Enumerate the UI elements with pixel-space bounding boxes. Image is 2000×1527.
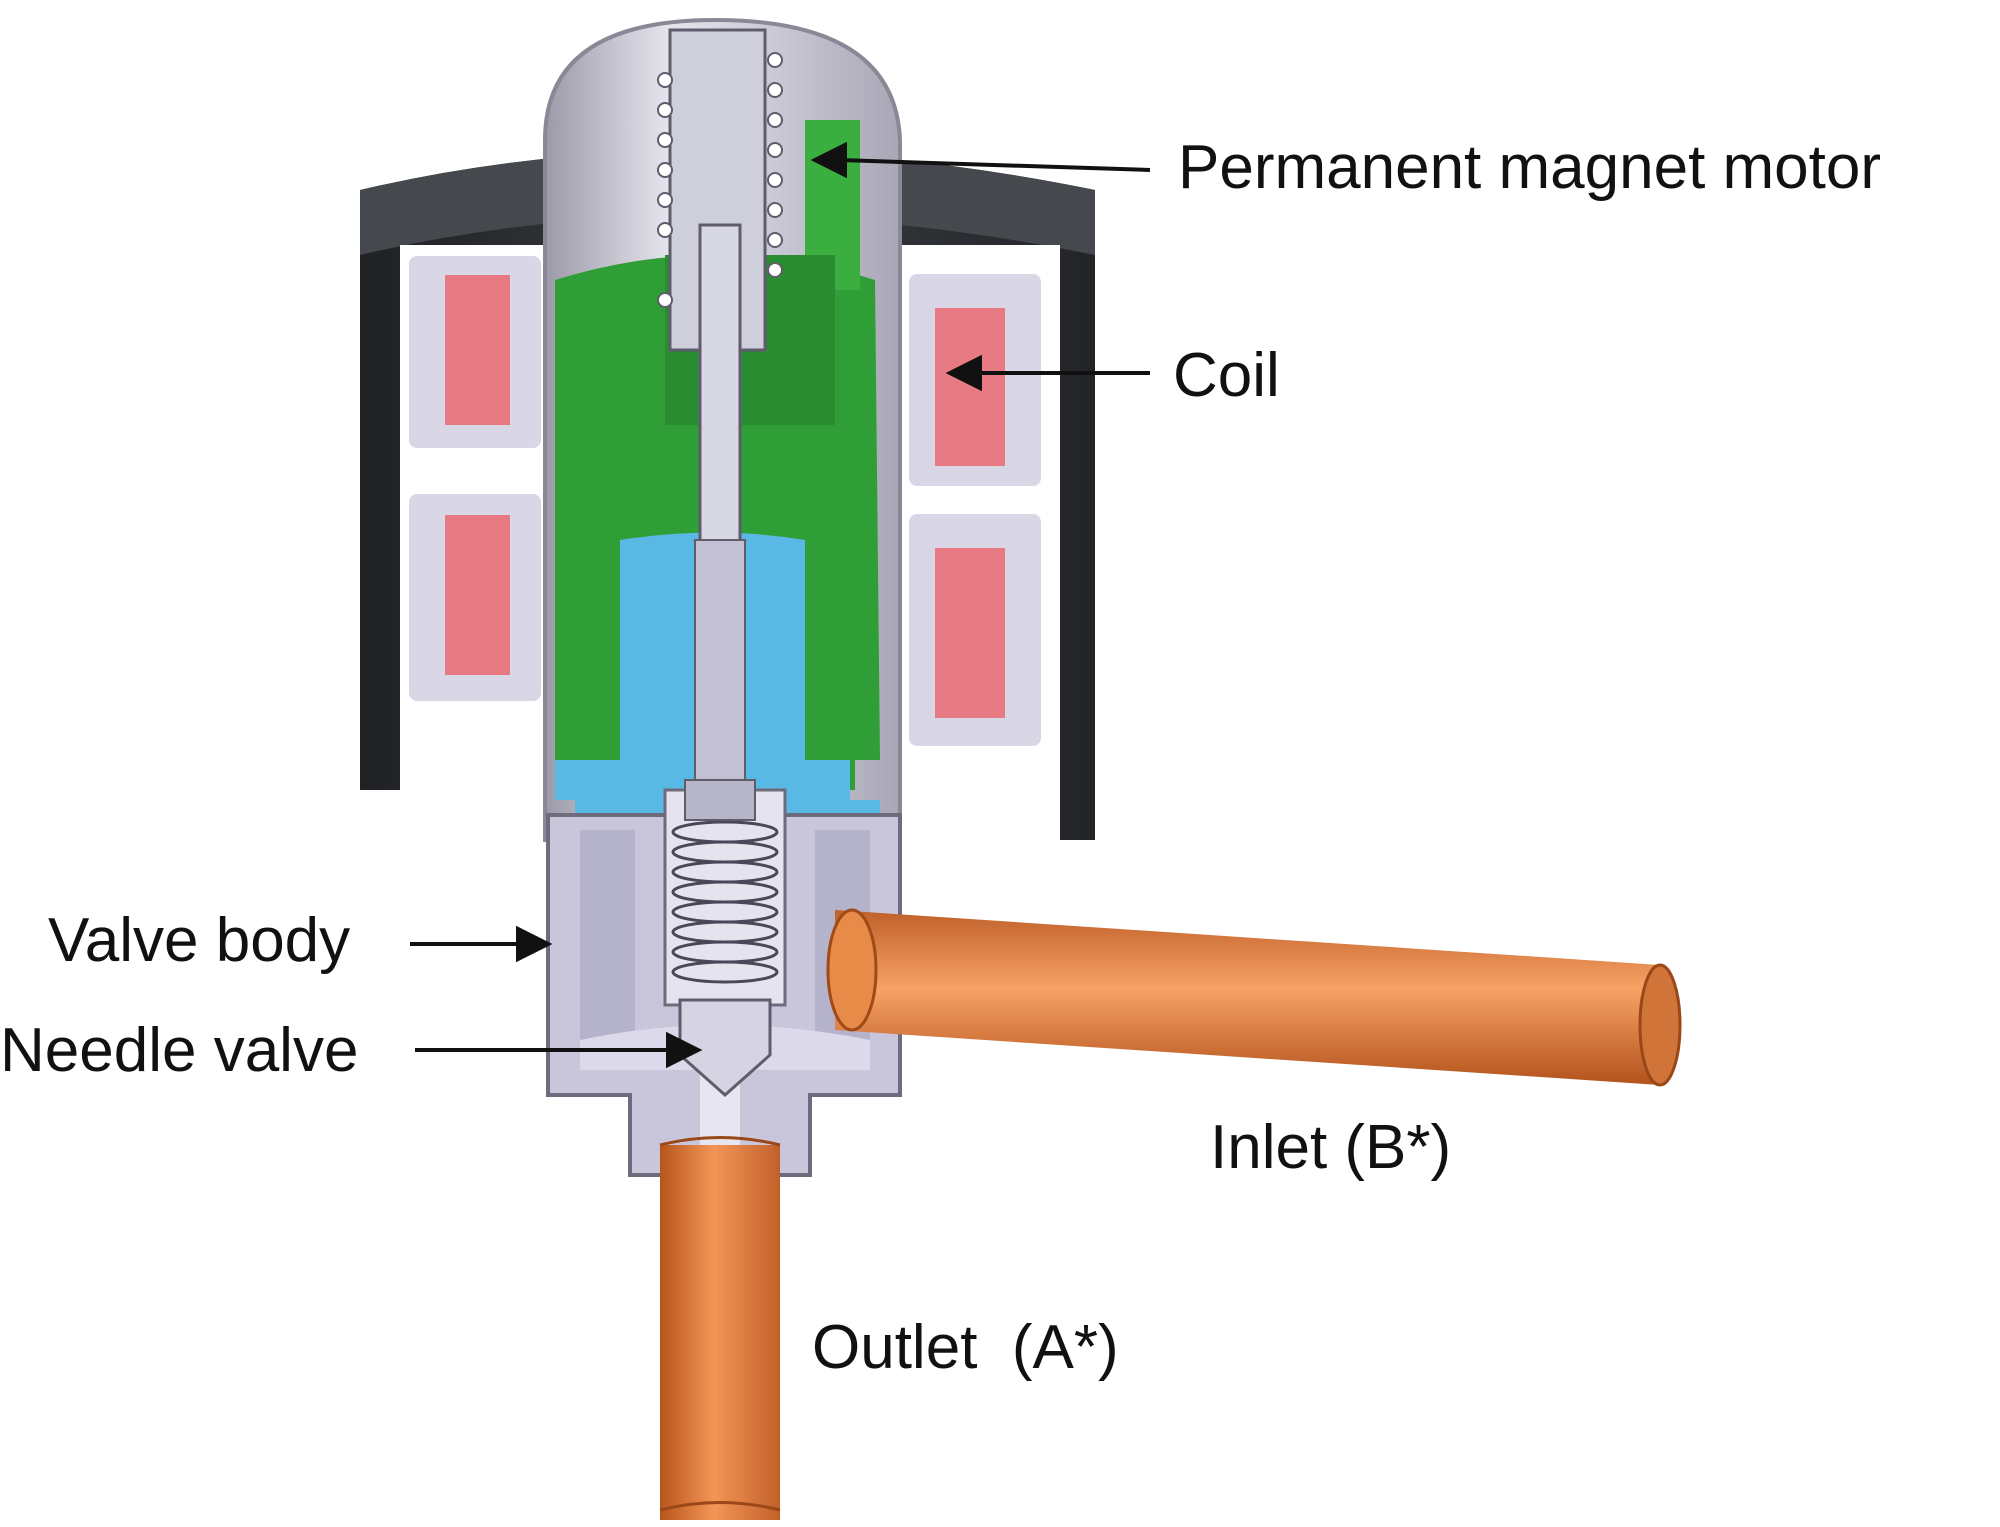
arrow-valve-body — [410, 925, 553, 963]
coil-windings — [445, 275, 1005, 718]
label-needle-valve: Needle valve — [0, 1016, 359, 1085]
outlet-pipe — [659, 1136, 781, 1520]
spindle — [657, 28, 783, 821]
label-inlet: Inlet (B*) — [1210, 1113, 1452, 1182]
spring-assembly — [663, 788, 787, 1007]
arrow-coil — [945, 354, 1150, 392]
label-permanent-magnet-motor: Permanent magnet motor — [1178, 133, 1882, 202]
label-coil: Coil — [1173, 341, 1280, 410]
label-outlet: Outlet (A*) — [812, 1313, 1119, 1382]
label-valve-body: Valve body — [48, 906, 351, 975]
leader-arrows — [410, 141, 1151, 1069]
arrow-permanent-magnet-motor — [810, 141, 1151, 179]
inlet-pipe — [826, 908, 1682, 1087]
arrow-needle-valve — [415, 1031, 703, 1069]
